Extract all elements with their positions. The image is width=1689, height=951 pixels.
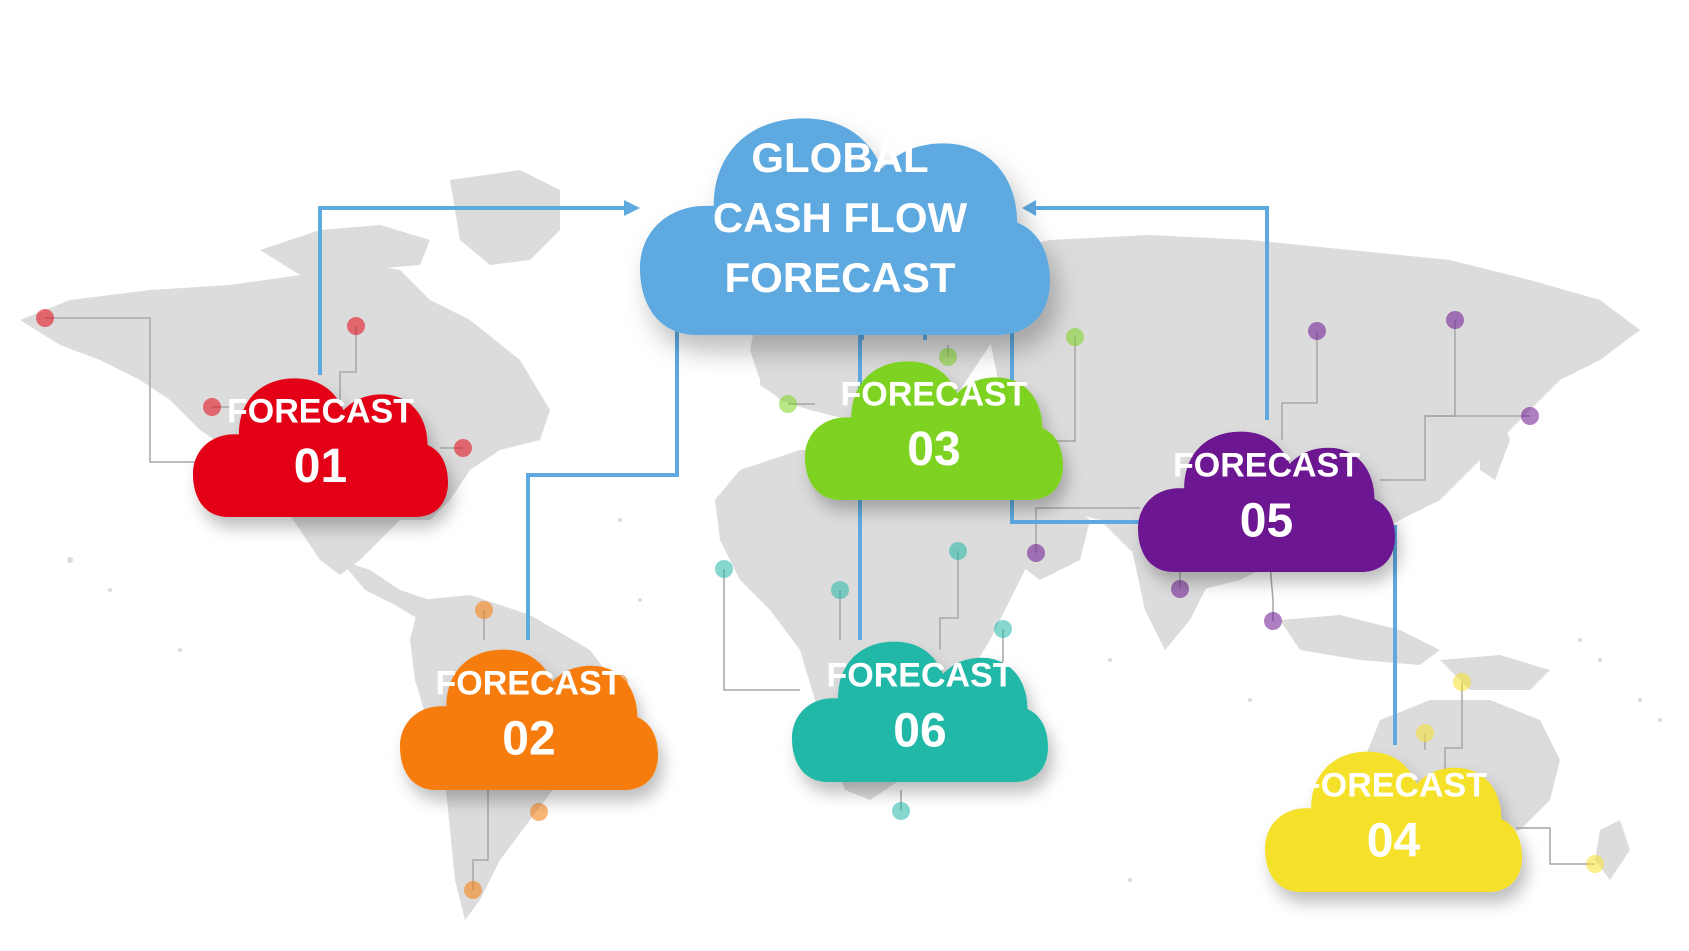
forecast-label-05: FORECAST	[1173, 446, 1360, 484]
forecast-cloud-05-shape	[1138, 431, 1395, 572]
pin	[1521, 407, 1539, 425]
pin	[454, 439, 472, 457]
pin	[1066, 328, 1084, 346]
uk-landmass	[760, 340, 790, 395]
pin	[347, 317, 365, 335]
link-forecast-02	[526, 320, 679, 640]
forecast-label-02: FORECAST	[436, 664, 623, 702]
pin	[36, 309, 54, 327]
pins-forecast-06	[715, 542, 1012, 820]
pin	[715, 560, 733, 578]
pin	[994, 620, 1012, 638]
forecast-label-03: FORECAST	[841, 376, 1028, 414]
forecast-cloud-02: FORECAST 02	[400, 649, 658, 790]
pins-forecast-05	[1027, 311, 1539, 630]
link-forecast-05	[1030, 206, 1269, 420]
greenland-landmass	[450, 170, 560, 265]
pin	[1453, 673, 1471, 691]
pins-forecast-04	[1416, 673, 1604, 873]
arrow-head-05	[1022, 200, 1036, 216]
pin	[464, 881, 482, 899]
leader-line-05d	[1035, 507, 1140, 553]
forecast-number-02: 02	[502, 712, 555, 765]
pin	[1416, 724, 1434, 742]
global-cash-flow-cloud-shape	[640, 118, 1050, 335]
forecast-number-06: 06	[893, 704, 946, 757]
leader-lines	[45, 317, 1595, 890]
pin	[939, 348, 957, 366]
pin	[892, 802, 910, 820]
forecast-cloud-04: FORECAST 04	[1265, 751, 1522, 892]
forecast-cloud-06-shape	[792, 641, 1048, 782]
pin	[1446, 311, 1464, 329]
pin	[1171, 580, 1189, 598]
leader-line-05a	[1281, 331, 1318, 440]
pin	[779, 395, 797, 413]
indonesia-landmass	[1280, 615, 1440, 665]
pin	[1264, 612, 1282, 630]
leader-line-04c	[1516, 827, 1595, 865]
arctic-islands	[260, 225, 430, 275]
forecast-cloud-02-shape	[400, 649, 658, 790]
main-title-line-1: GLOBAL	[751, 134, 928, 181]
africa-landmass	[715, 450, 1030, 800]
central-america-landmass	[340, 560, 440, 620]
asia-landmass	[960, 235, 1640, 590]
pin	[530, 803, 548, 821]
main-title-line-3: FORECAST	[725, 254, 956, 301]
leader-line-06a	[723, 569, 800, 691]
pin	[831, 581, 849, 599]
main-title-line-2: CASH FLOW	[713, 194, 968, 241]
leader-line-01a	[45, 317, 200, 463]
forecast-label-06: FORECAST	[827, 656, 1014, 694]
leader-line-01b	[339, 326, 357, 400]
pin	[1586, 855, 1604, 873]
leader-line-02c	[472, 780, 489, 890]
forecast-cloud-01: FORECAST 01	[193, 378, 448, 517]
pin	[1308, 322, 1326, 340]
pin	[949, 542, 967, 560]
forecast-cloud-06: FORECAST 06	[792, 641, 1048, 782]
forecast-cloud-04-shape	[1265, 751, 1522, 892]
pin	[475, 601, 493, 619]
leader-line-04a	[1444, 682, 1463, 770]
japan-landmass	[1480, 410, 1510, 480]
forecast-number-01: 01	[294, 440, 347, 493]
arrow-head-01	[624, 200, 640, 216]
pin	[203, 398, 221, 416]
forecast-label-04: FORECAST	[1300, 766, 1487, 804]
pins-forecast-01	[36, 309, 472, 457]
arabia-landmass	[980, 480, 1090, 580]
forecast-cloud-05: FORECAST 05	[1138, 431, 1395, 572]
forecast-number-03: 03	[907, 423, 960, 476]
leader-line-03b	[1050, 337, 1076, 442]
leader-line-06c	[939, 551, 959, 650]
location-pins	[36, 309, 1604, 899]
forecast-number-05: 05	[1240, 494, 1293, 547]
map-island-dots	[67, 518, 1662, 882]
pins-forecast-03	[779, 328, 1084, 413]
forecast-cloud-03-shape	[805, 361, 1063, 500]
global-cash-flow-cloud: GLOBAL CASH FLOW FORECAST	[640, 118, 1050, 335]
forecast-cloud-03: FORECAST 03	[805, 361, 1063, 500]
link-forecast-01	[318, 206, 630, 375]
forecast-number-04: 04	[1367, 814, 1421, 867]
forecast-label-01: FORECAST	[227, 393, 414, 431]
pin	[1027, 544, 1045, 562]
forecast-cloud-01-shape	[193, 378, 448, 517]
